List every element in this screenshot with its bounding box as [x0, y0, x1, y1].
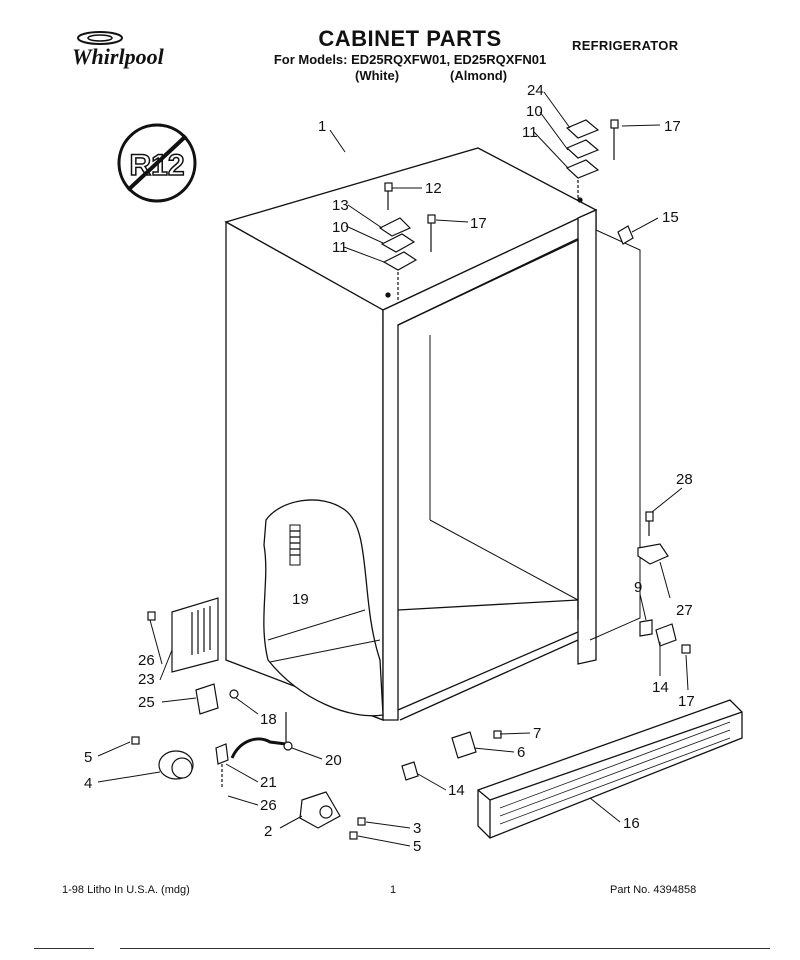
callout-20: 20 — [325, 752, 342, 769]
bottom-rule — [120, 948, 770, 949]
appliance-type: REFRIGERATOR — [572, 38, 679, 53]
callout-26-bottom: 26 — [260, 797, 277, 814]
upper-hinge-center — [378, 182, 436, 300]
models-line: For Models: ED25RQXFW01, ED25RQXFN01 — [273, 52, 547, 67]
whirlpool-logo: Whirlpool — [72, 31, 165, 69]
leader-lines — [97, 91, 689, 847]
r12-badge: R12 — [117, 123, 197, 203]
callout-2: 2 — [264, 823, 272, 840]
callout-12: 12 — [425, 180, 442, 197]
callout-5-bottom: 5 — [413, 838, 421, 855]
callout-17-top: 17 — [664, 118, 681, 135]
footer-part-number: Part No. 4394858 — [610, 884, 697, 896]
callout-17-bottom: 17 — [678, 693, 695, 710]
callout-25: 25 — [138, 694, 155, 711]
bottom-rule-left — [34, 948, 94, 949]
upper-hinge-right — [565, 119, 634, 245]
grille-part — [477, 699, 743, 839]
callout-23: 23 — [138, 671, 155, 688]
color-white: (White) — [355, 68, 400, 83]
callout-1: 1 — [318, 118, 326, 135]
callout-16: 16 — [623, 815, 640, 832]
left-small-parts — [131, 597, 502, 840]
cabinet-shell — [224, 147, 641, 721]
footer-litho: 1-98 Litho In U.S.A. (mdg) — [62, 884, 190, 896]
callout-17-center: 17 — [470, 215, 487, 232]
callout-18: 18 — [260, 711, 277, 728]
right-lower-brackets — [637, 511, 691, 654]
callout-24: 24 — [527, 82, 544, 99]
callout-21: 21 — [260, 774, 277, 791]
brand-logo-text: Whirlpool — [72, 44, 165, 69]
color-almond: (Almond) — [450, 68, 508, 83]
callout-14-bottom: 14 — [448, 782, 465, 799]
callout-9: 9 — [634, 579, 642, 596]
callout-numbers: 1 24 10 11 17 12 13 10 17 11 15 28 19 27… — [84, 82, 695, 855]
callout-14-right: 14 — [652, 679, 669, 696]
callout-13: 13 — [332, 197, 349, 214]
callout-15: 15 — [662, 209, 679, 226]
callout-10-right: 10 — [526, 103, 543, 120]
callout-26-left: 26 — [138, 652, 155, 669]
callout-5-left: 5 — [84, 749, 92, 766]
footer-page-number: 1 — [390, 884, 397, 896]
callout-6: 6 — [517, 744, 525, 761]
callout-7: 7 — [533, 725, 541, 742]
callout-3: 3 — [413, 820, 421, 837]
callout-27: 27 — [676, 602, 693, 619]
callout-28: 28 — [676, 471, 693, 488]
page-title: CABINET PARTS — [318, 26, 502, 51]
callout-19: 19 — [292, 591, 309, 608]
callout-4: 4 — [84, 775, 92, 792]
callout-11-right: 11 — [522, 124, 538, 141]
callout-11-center: 11 — [332, 239, 348, 256]
callout-10-center: 10 — [332, 219, 349, 236]
